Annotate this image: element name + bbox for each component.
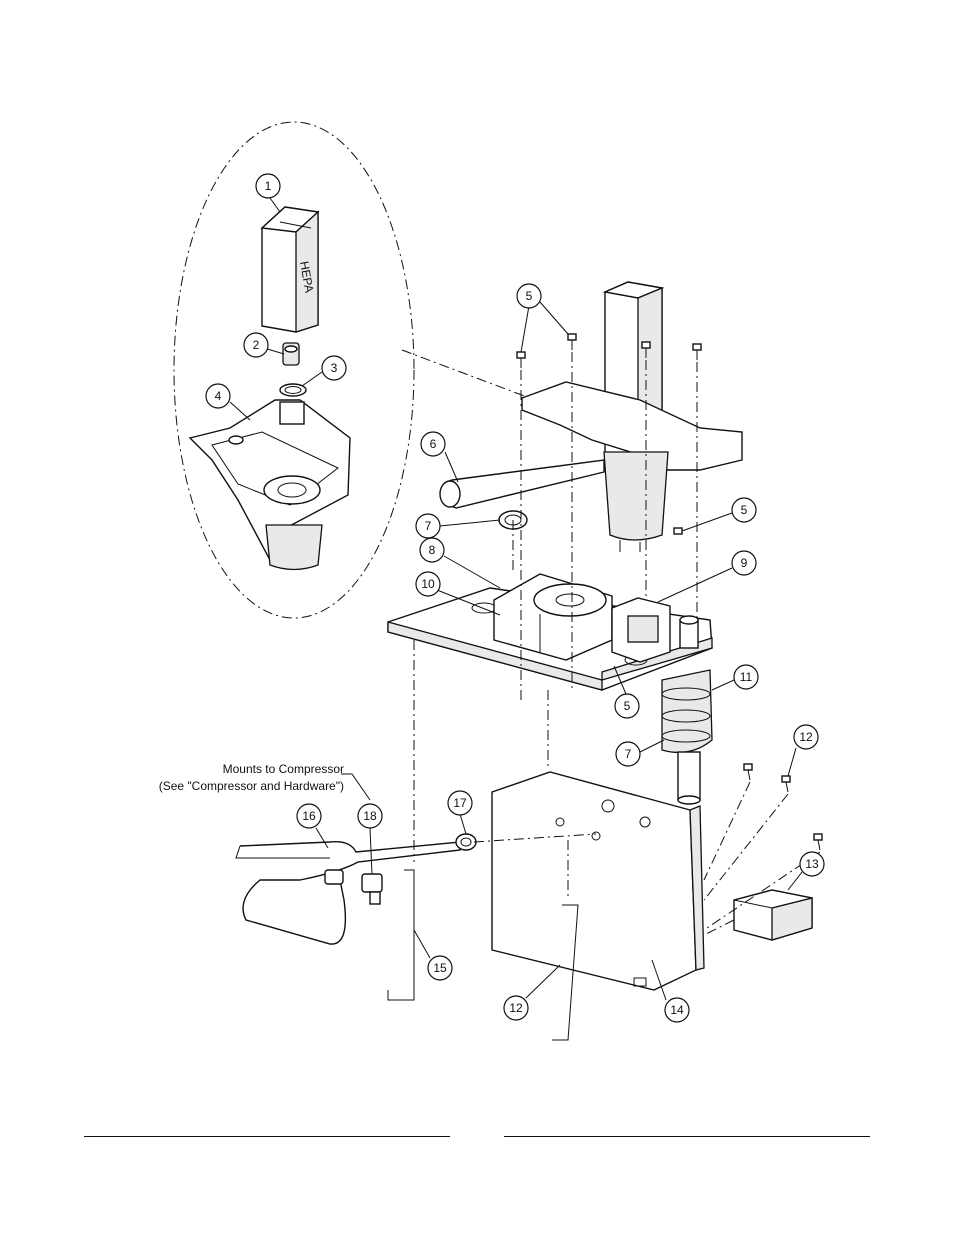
- callout-5-top: 5: [516, 283, 542, 309]
- callout-10: 10: [415, 571, 441, 597]
- cover-screw-parts: [743, 763, 823, 851]
- cup-housing-part: [188, 399, 351, 571]
- cover-plate-part: [491, 771, 705, 991]
- svg-text:5: 5: [624, 699, 631, 713]
- svg-text:7: 7: [425, 519, 432, 533]
- muffler-part: [661, 669, 713, 805]
- foam-block-part: [733, 889, 813, 941]
- callout-12-bottom: 12: [503, 995, 529, 1021]
- callout-5-bottom: 5: [614, 693, 640, 719]
- callout-1: 1: [255, 173, 281, 199]
- bracket-parts: [387, 869, 579, 1041]
- manifold-assembly-part: [521, 281, 743, 552]
- callout-11: 11: [733, 664, 759, 690]
- callout-12-right: 12: [793, 724, 819, 750]
- callout-14: 14: [664, 997, 690, 1023]
- svg-text:2: 2: [253, 338, 260, 352]
- hepa-filter-part: HEPA: [260, 206, 320, 333]
- compressor-note-line-2: (See "Compressor and Hardware"): [159, 779, 344, 793]
- svg-text:1: 1: [265, 179, 272, 193]
- callout-7-upper: 7: [415, 513, 441, 539]
- svg-text:5: 5: [741, 503, 748, 517]
- svg-text:11: 11: [740, 670, 753, 684]
- footer-rule-left: [84, 1136, 450, 1137]
- callout-3: 3: [321, 355, 347, 381]
- callout-18: 18: [357, 803, 383, 829]
- leader-lines: [229, 197, 803, 1001]
- svg-text:16: 16: [302, 809, 316, 823]
- callout-9: 9: [731, 550, 757, 576]
- svg-text:7: 7: [625, 747, 632, 761]
- o-ring-part: [279, 383, 307, 397]
- callout-5-right: 5: [731, 497, 757, 523]
- transformer-part: [611, 597, 671, 663]
- callout-8: 8: [419, 537, 445, 563]
- svg-text:12: 12: [799, 730, 813, 744]
- svg-text:6: 6: [430, 437, 437, 451]
- svg-text:13: 13: [805, 857, 819, 871]
- svg-text:3: 3: [331, 361, 338, 375]
- callout-15: 15: [427, 955, 453, 981]
- svg-text:5: 5: [526, 289, 533, 303]
- callout-7-lower: 7: [615, 741, 641, 767]
- assembly-centerlines: [413, 352, 821, 936]
- compressor-note-line-1: Mounts to Compressor: [223, 762, 344, 776]
- svg-text:15: 15: [433, 961, 447, 975]
- hose-part: [439, 459, 605, 509]
- fan-part: [493, 573, 613, 661]
- callout-4: 4: [205, 383, 231, 409]
- footer-rule-right: [504, 1136, 870, 1137]
- callout-2: 2: [243, 332, 269, 358]
- svg-text:8: 8: [429, 543, 436, 557]
- tube-clamp-part: [455, 833, 477, 851]
- elbow-fitting-part: [361, 873, 383, 905]
- detail-view-boundary: [173, 121, 415, 619]
- svg-text:18: 18: [363, 809, 377, 823]
- callout-16: 16: [296, 803, 322, 829]
- svg-text:4: 4: [215, 389, 222, 403]
- callout-17: 17: [447, 790, 473, 816]
- svg-text:12: 12: [509, 1001, 523, 1015]
- detail-view-pointer: [401, 349, 536, 401]
- fitting-part: [679, 615, 699, 649]
- svg-text:10: 10: [421, 577, 435, 591]
- tubing-part: [235, 841, 461, 945]
- callout-6: 6: [420, 431, 446, 457]
- svg-text:17: 17: [453, 796, 467, 810]
- svg-text:9: 9: [741, 556, 748, 570]
- svg-text:HEPA: HEPA: [297, 260, 316, 294]
- svg-text:14: 14: [670, 1003, 684, 1017]
- callout-13: 13: [799, 851, 825, 877]
- filter-adapter-part: [282, 342, 300, 366]
- screw-parts: [516, 333, 702, 535]
